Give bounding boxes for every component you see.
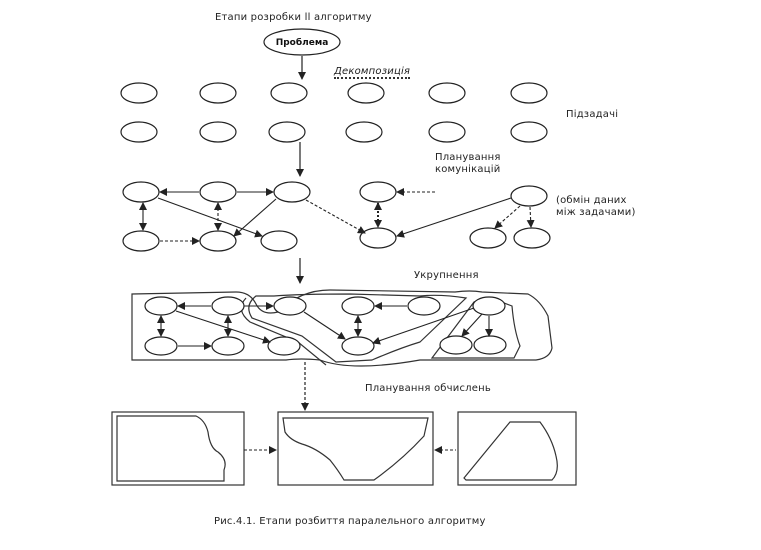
diagram-title: Етапи розробки ll алгоритму	[215, 12, 372, 23]
subtask-node	[199, 121, 237, 143]
task-node	[407, 296, 441, 316]
aggregation-group-boundary	[248, 293, 468, 363]
task-node	[341, 296, 375, 316]
task-node	[439, 335, 473, 355]
task-node	[273, 296, 307, 316]
subtask-node	[345, 121, 383, 143]
agg-edge	[461, 313, 483, 337]
task-node	[473, 335, 507, 355]
task-node	[199, 230, 237, 252]
exchange-label-line1: (обмін даних	[556, 195, 627, 206]
communication-label-line1: Планування	[435, 152, 501, 163]
exchange-label-line2: між задачами)	[556, 207, 636, 218]
comm-edge	[157, 197, 263, 238]
planning-label: Планування обчислень	[365, 383, 491, 394]
decomposition-label: Декомпозиція	[334, 66, 411, 79]
exchange-label: (обмін даних між задачами)	[556, 195, 636, 219]
subtasks-label: Підзадачі	[566, 109, 619, 120]
processor-box-2	[277, 411, 434, 486]
subtask-node	[428, 82, 466, 104]
subtask-node	[268, 121, 306, 143]
task-node	[341, 336, 375, 356]
subtask-node	[120, 82, 158, 104]
comm-edge-dashed	[494, 205, 521, 229]
task-node	[211, 336, 245, 356]
processor-box-1	[111, 411, 245, 486]
problem-node-label: Проблема	[276, 37, 329, 48]
aggregation-group-boundary	[240, 297, 327, 366]
processor-region-3	[463, 421, 558, 481]
task-node	[122, 181, 160, 203]
task-node	[144, 296, 178, 316]
aggregation-frame	[131, 289, 553, 367]
task-node	[359, 181, 397, 203]
agg-edge	[372, 307, 475, 345]
comm-edge	[396, 197, 512, 238]
communication-label: Планування комунікацій	[435, 152, 501, 176]
agg-edge	[175, 310, 271, 344]
task-node	[211, 296, 245, 316]
subtask-node	[428, 121, 466, 143]
communication-label-line2: комунікацій	[435, 164, 501, 175]
subtask-node	[347, 82, 385, 104]
task-node	[359, 227, 397, 249]
subtask-node	[199, 82, 237, 104]
subtask-node	[510, 82, 548, 104]
processor-region-2	[282, 417, 429, 481]
figure-caption: Рис.4.1. Етапи розбиття паралельного алг…	[214, 516, 486, 527]
aggregation-label: Укрупнення	[414, 270, 479, 281]
task-node	[513, 227, 551, 249]
comm-edge	[233, 198, 277, 237]
task-node	[122, 230, 160, 252]
task-node	[260, 230, 298, 252]
processor-box-3	[457, 411, 577, 486]
subtask-node	[510, 121, 548, 143]
comm-edge-dashed	[526, 206, 535, 228]
comm-edge-dashed	[305, 199, 366, 234]
subtask-node	[120, 121, 158, 143]
problem-node	[263, 28, 341, 56]
task-node	[510, 185, 548, 207]
processor-region-1	[116, 415, 226, 482]
subtask-node	[270, 82, 308, 104]
agg-edge	[303, 311, 346, 340]
task-node	[267, 336, 301, 356]
task-node	[273, 181, 311, 203]
task-node	[199, 181, 237, 203]
task-node	[144, 336, 178, 356]
task-node	[469, 227, 507, 249]
task-node	[472, 296, 506, 316]
